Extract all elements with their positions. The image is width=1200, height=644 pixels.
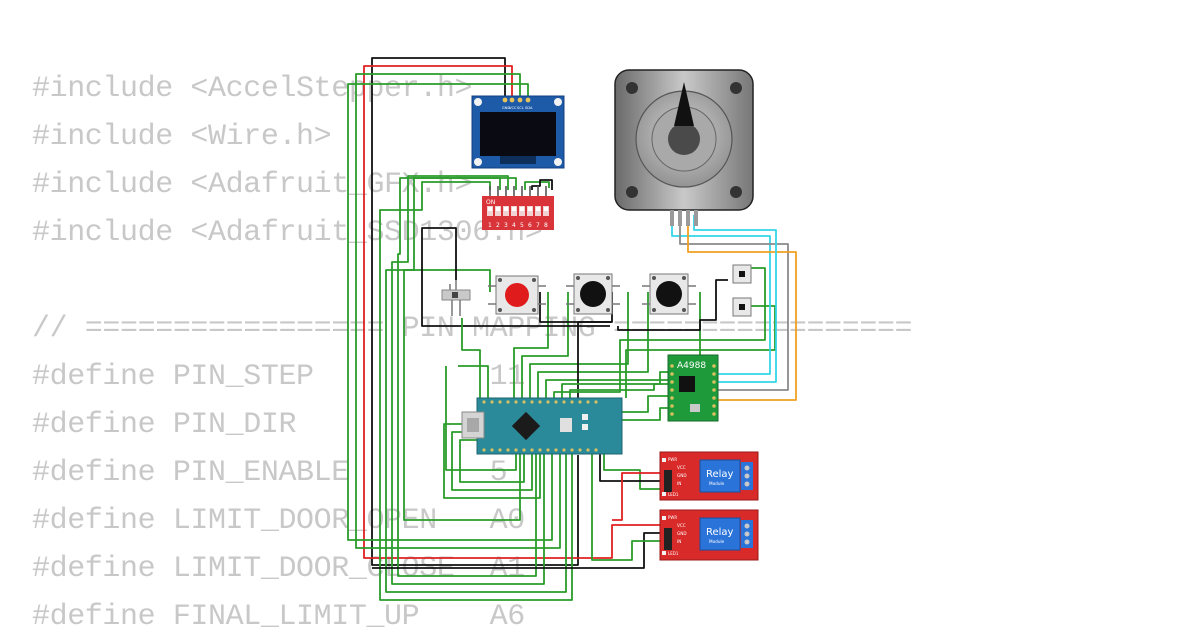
wire-black-dip-com	[531, 179, 553, 190]
wire-green-dip-3	[391, 175, 545, 585]
wire-green-slide	[461, 318, 481, 398]
stepper-motor	[614, 69, 754, 226]
relay1-led: LED1	[668, 492, 679, 497]
code-line: #define PIN_ENABLE 5	[32, 456, 508, 490]
relay1-pin-vcc: VCC	[677, 465, 686, 470]
wire-cyan-motor	[671, 215, 771, 375]
relay2-pwr: PWR	[668, 515, 677, 520]
relay-module-2: Relay Module PWR VCC GND IN LED1	[659, 509, 759, 561]
wire-green-drv-2	[569, 383, 672, 398]
relay-module-1: Relay Module PWR VCC GND IN LED1	[659, 451, 759, 501]
wire-green-btn-5	[545, 292, 701, 398]
relay1-sub: Module	[709, 481, 725, 486]
motor-shaft-pointer	[674, 82, 694, 126]
wire-green-btn-2	[521, 292, 569, 398]
circuit-diagram: GND VCC SCL SDA ON 1 2 3 4 5 6	[347, 57, 797, 601]
dip-num-7: 7	[536, 222, 540, 229]
dip-num-1: 1	[488, 222, 492, 229]
wire-black-sb-gnd	[617, 279, 728, 331]
wire-green-loop-4	[458, 365, 489, 398]
wire-green-loop-1	[443, 423, 541, 499]
wire-green-dip-1	[379, 181, 573, 601]
wire-green-oled-sda	[347, 83, 553, 541]
wire-green-oled-scl	[355, 73, 561, 549]
wire-green-drv-3	[622, 395, 672, 413]
relay1-pin-gnd: GND	[677, 473, 687, 478]
small-button-2[interactable]	[732, 297, 752, 317]
code-line: #include <Adafruit_GFX.h>	[32, 168, 473, 202]
wire-green-sb-1	[553, 267, 766, 398]
relay2-pin-gnd: GND	[677, 531, 687, 536]
wire-green-loop-5	[445, 366, 517, 471]
driver-label: A4988	[677, 361, 706, 371]
wire-red-relay1-vcc	[612, 472, 660, 521]
push-button-black-1[interactable]	[566, 273, 620, 315]
oled-pin-gnd: GND	[502, 106, 510, 110]
push-button-red[interactable]	[488, 275, 546, 315]
oled-pin-vcc: VCC	[509, 106, 517, 110]
dip-num-2: 2	[496, 222, 500, 229]
wire-black-btn-gnd2	[539, 292, 612, 323]
oled-pin-sda: SDA	[525, 106, 533, 110]
relay1-label: Relay	[706, 469, 734, 480]
wire-green-relay2-in	[591, 452, 660, 561]
relay2-label: Relay	[706, 527, 734, 538]
relay2-led: LED1	[668, 551, 679, 556]
wire-green-btn-4	[537, 292, 649, 398]
code-line: #define FINAL_LIMIT_UP A6	[32, 600, 525, 634]
wire-green-dip-2	[385, 177, 567, 593]
wire-green-btn-red	[403, 269, 521, 521]
arduino-nano	[461, 397, 623, 455]
wire-black-relay2-gnd	[372, 532, 660, 569]
wires	[347, 57, 797, 601]
dip-num-8: 8	[544, 222, 548, 229]
relay2-pin-in: IN	[677, 539, 681, 544]
wire-orange-motor	[687, 215, 797, 401]
wire-black-oled-gnd	[371, 57, 579, 566]
code-line: #include <AccelStepper.h>	[32, 72, 473, 106]
wire-green-btn-3	[529, 292, 629, 398]
wire-green-dip-5	[524, 181, 550, 190]
wire-gray-motor	[679, 215, 789, 391]
wire-green-loop-3	[459, 439, 525, 483]
relay2-sub: Module	[709, 539, 725, 544]
slide-switch[interactable]	[441, 280, 471, 316]
code-line: #define PIN_STEP 11	[32, 360, 525, 394]
wire-black-relay1-gnd	[599, 452, 660, 482]
wire-red-oled-vcc	[363, 65, 660, 559]
dip-switch[interactable]: ON 1 2 3 4 5 6 7 8	[482, 186, 554, 230]
dip-num-3: 3	[504, 222, 508, 229]
relay1-pin-in: IN	[677, 481, 681, 486]
wire-green-btn-1	[513, 292, 549, 398]
wire-green-relay1-in	[603, 450, 660, 490]
push-button-black-2[interactable]	[642, 273, 696, 315]
a4988-driver: A4988	[667, 354, 719, 422]
code-line: #define LIMIT_DOOR_OPEN A0	[32, 504, 525, 538]
wire-green-sb-2	[625, 305, 776, 398]
relay1-pwr: PWR	[668, 457, 677, 462]
wire-black-slide	[421, 227, 610, 327]
wire-green-dip-4	[397, 177, 537, 577]
oled-display: GND VCC SCL SDA	[471, 95, 565, 169]
dip-num-4: 4	[512, 222, 516, 229]
code-line: #include <Wire.h>	[32, 120, 332, 154]
dip-num-6: 6	[528, 222, 532, 229]
small-button-1[interactable]	[732, 264, 752, 284]
dip-on-label: ON	[486, 199, 495, 206]
wire-green-loop-2	[451, 431, 533, 491]
dip-num-5: 5	[520, 222, 524, 229]
wire-green-drv-4	[622, 407, 672, 421]
relay2-pin-vcc: VCC	[677, 523, 686, 528]
oled-pin-scl: SCL	[517, 106, 524, 110]
